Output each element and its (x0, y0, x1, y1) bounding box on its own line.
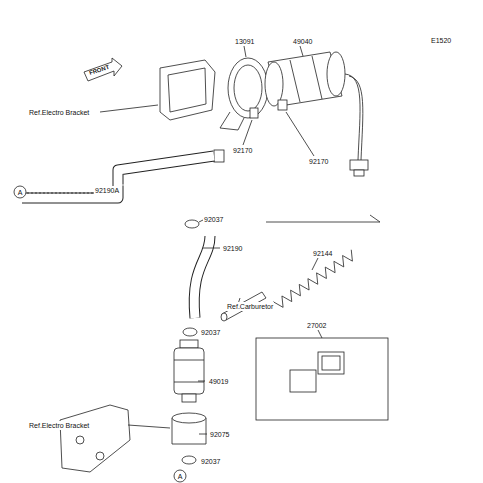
reference-note: Ref.Carburetor (226, 302, 274, 311)
callout-number: 92075 (209, 430, 230, 439)
callout-number: 92037 (203, 215, 224, 224)
connector-letter: A (178, 472, 183, 481)
callout-number: 92170 (232, 146, 253, 155)
callout-number: 49019 (208, 377, 229, 386)
drawing-code: E1520 (430, 36, 452, 45)
callout-number: 92037 (200, 328, 221, 337)
reference-note: Ref.Electro Bracket (28, 421, 90, 430)
callout-number: 92190 (222, 244, 243, 253)
callout-number: 13091 (234, 37, 255, 46)
reference-note: Ref.Electro Bracket (28, 108, 90, 117)
callout-number: 92170 (308, 157, 329, 166)
connector-letter: A (18, 188, 23, 197)
callout-number: 27002 (306, 321, 327, 330)
callout-number: 92144 (312, 249, 333, 258)
callout-number: 49040 (292, 37, 313, 46)
callout-number: 92037 (200, 457, 221, 466)
callout-number: 92190A (94, 186, 120, 195)
